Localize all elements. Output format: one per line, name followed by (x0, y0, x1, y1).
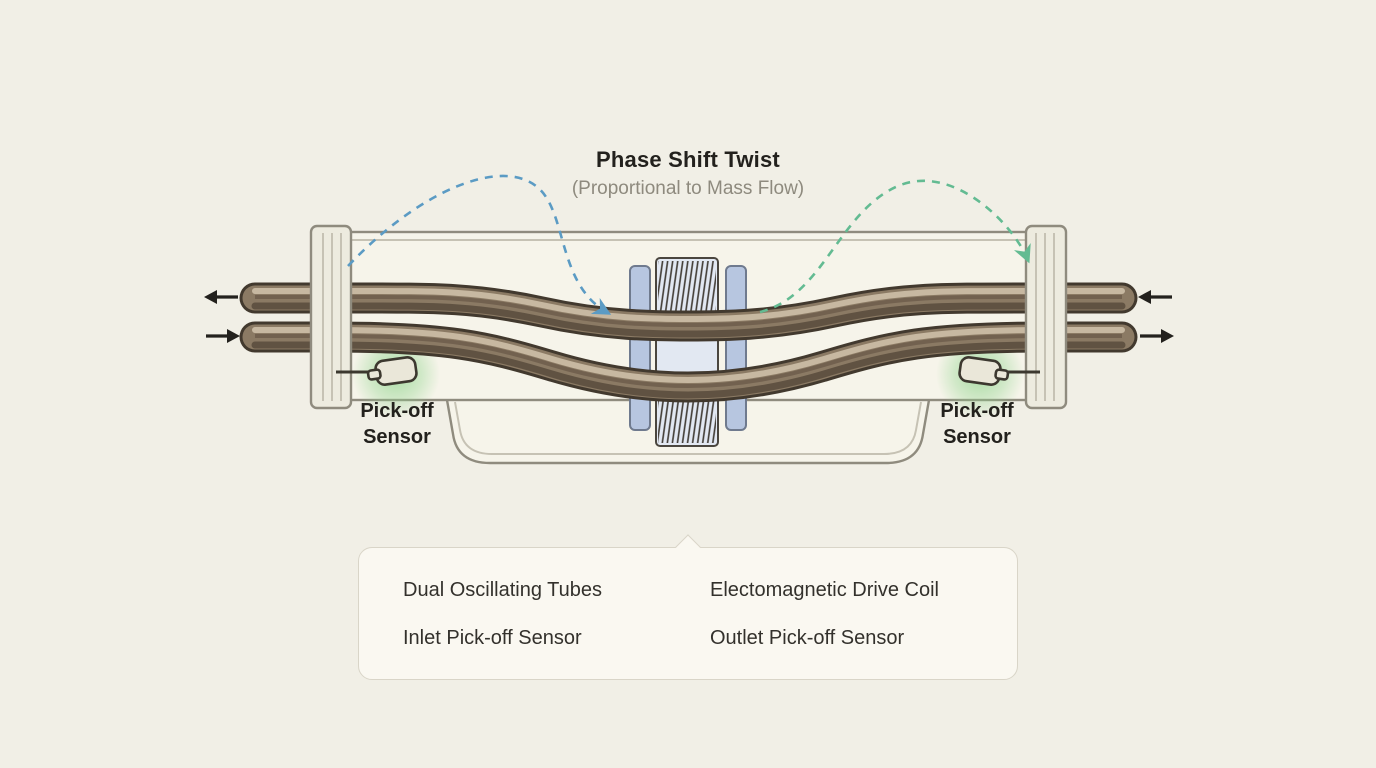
legend-item-dual-tubes: Dual Oscillating Tubes (403, 578, 602, 601)
page-subtitle: (Proportional to Mass Flow) (571, 178, 805, 199)
drive-coil (629, 257, 747, 447)
legend-item-inlet-sensor: Inlet Pick-off Sensor (403, 626, 582, 649)
coil-winding-top (658, 261, 716, 317)
inlet-flange (309, 224, 353, 410)
flow-arrows-right (1138, 290, 1174, 343)
outlet-sensor-label: Pick-off Sensor (907, 398, 1047, 450)
legend-panel: Dual Oscillating Tubes Electomagnetic Dr… (358, 534, 1018, 680)
phase-shift-curve-outlet (759, 179, 1031, 314)
outlet-sensor-label-line1: Pick-off (940, 400, 1014, 422)
outlet-sensor-label-line2: Sensor (943, 426, 1011, 448)
inlet-sensor-label-line1: Pick-off (360, 400, 434, 422)
outlet-flange (1024, 224, 1068, 410)
page-title: Phase Shift Twist (596, 147, 780, 172)
outlet-pickoff-sensor (958, 356, 1040, 386)
flow-arrows-left (204, 290, 240, 343)
legend-item-outlet-sensor: Outlet Pick-off Sensor (710, 626, 905, 649)
inlet-sensor-label-line2: Sensor (363, 426, 431, 448)
inlet-sensor-label: Pick-off Sensor (327, 398, 467, 450)
inlet-pickoff-sensor (336, 356, 418, 386)
legend-item-drive-coil: Electomagnetic Drive Coil (710, 578, 939, 601)
